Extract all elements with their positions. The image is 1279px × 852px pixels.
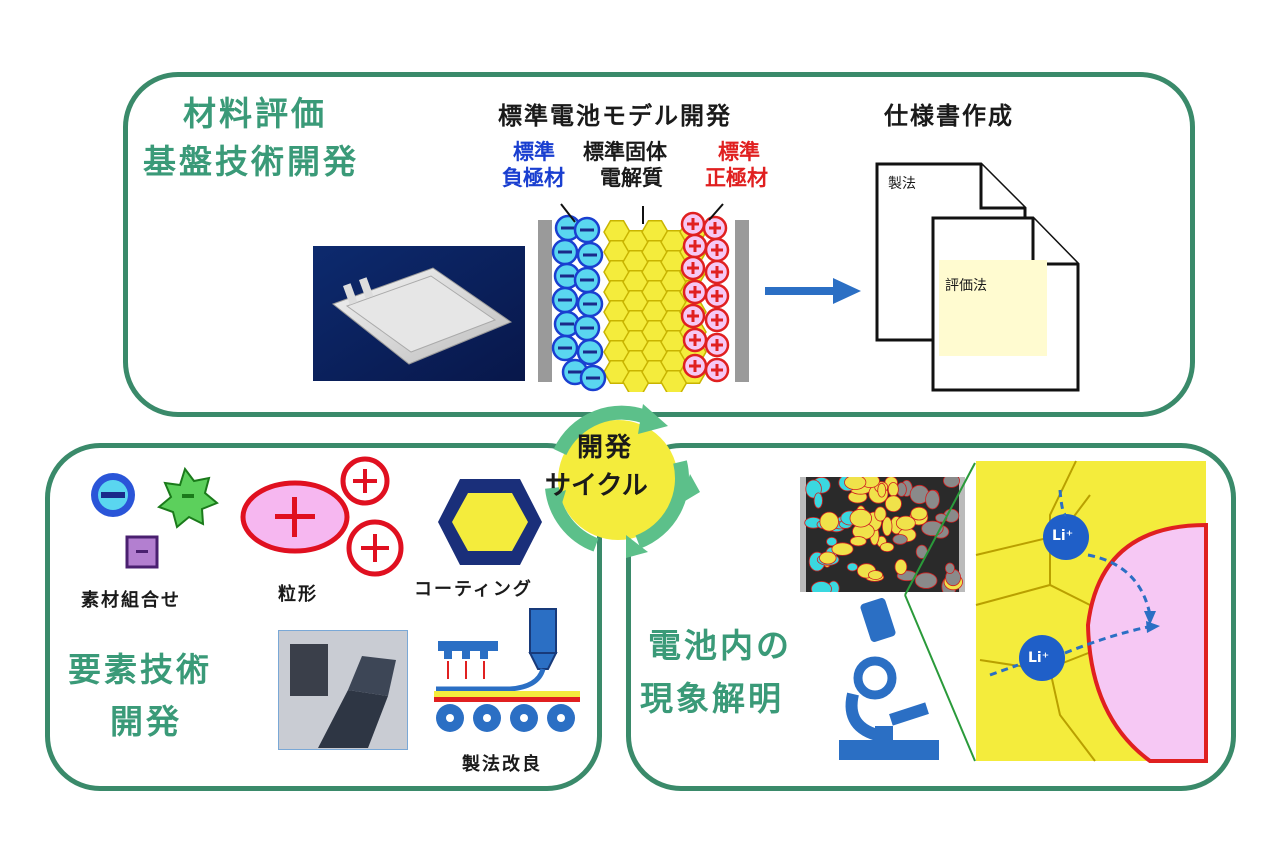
material-eval-title-line1: 材料評価	[183, 94, 327, 133]
magnified-interface	[904, 460, 1208, 763]
cathode-plus-v	[693, 360, 697, 372]
anode-minus-sign	[568, 370, 582, 374]
anode-current-collector	[538, 220, 552, 382]
cycle-label-2: サイクル	[545, 471, 648, 501]
anode-label-2: 負極材	[502, 166, 565, 190]
micrograph-particle	[849, 508, 873, 528]
micrograph-particle	[844, 477, 867, 490]
cathode-plus-v	[693, 240, 697, 252]
model-dev-title: 標準電池モデル開発	[498, 102, 732, 130]
doc-manufacturing: 製法	[888, 176, 916, 192]
li-ion-label-1: Li⁺	[1052, 528, 1074, 544]
standard-battery-model	[538, 203, 749, 392]
pouch-cell-photo	[313, 246, 525, 381]
cathode-label-2: 正極材	[705, 166, 768, 190]
micrograph-particle	[910, 506, 928, 521]
electrolyte-label-1: 標準固体	[583, 140, 667, 164]
cathode-plus-v	[691, 218, 695, 230]
anode-label-1: 標準	[513, 140, 555, 164]
micrograph-particle	[810, 581, 832, 592]
cathode-plus-v	[693, 334, 697, 346]
coating-label: コーティング	[414, 579, 533, 600]
cathode-plus-v	[715, 244, 719, 256]
micrograph-particle	[849, 536, 867, 547]
micrograph-particle	[868, 570, 884, 580]
micrograph-particle	[892, 534, 908, 545]
anode-minus-sign	[583, 302, 597, 306]
cathode-plus-v	[715, 364, 719, 376]
micrograph-particle	[877, 482, 887, 498]
particle-shape-label: 粒形	[278, 584, 318, 605]
cathode-pointer-line	[708, 203, 724, 221]
micrograph-particle	[813, 492, 823, 509]
anode-pointer-line	[560, 203, 576, 223]
cathode-plus-v	[715, 314, 719, 326]
anode-minus-sign	[560, 274, 574, 278]
micrograph-particle	[846, 562, 859, 572]
microscope-icon	[839, 598, 939, 760]
micrograph-particle	[880, 542, 895, 552]
micrograph-particle	[819, 551, 837, 565]
phenomena-title-line2: 現象解明	[640, 679, 784, 718]
micrograph-particle	[819, 511, 839, 532]
micrograph-particle	[894, 559, 908, 575]
material-eval-title-line2: 基盤技術開発	[143, 142, 359, 181]
spec-creation-title: 仕様書作成	[884, 102, 1014, 130]
micrograph-particle	[826, 536, 838, 547]
cathode-plus-v	[715, 290, 719, 302]
manufacturing-process-icon	[434, 608, 580, 732]
anode-minus-sign	[580, 326, 594, 330]
element-tech-title-line1: 要素技術	[68, 650, 212, 689]
particle-shape-icons	[240, 456, 404, 577]
micrograph-particle	[943, 477, 960, 488]
anode-minus-sign	[561, 226, 575, 230]
micrograph-particle	[831, 542, 854, 556]
spec-documents-icon	[875, 162, 1080, 392]
process-improvement-label: 製法改良	[462, 754, 542, 775]
cathode-current-collector	[735, 220, 749, 382]
li-ion-label-2: Li⁺	[1028, 650, 1050, 666]
coating-hexagon-icon	[438, 479, 542, 565]
cathode-plus-v	[691, 310, 695, 322]
micrograph-particle	[914, 572, 938, 589]
cathode-plus-v	[715, 339, 719, 351]
cathode-plus-v	[693, 286, 697, 298]
cathode-plus-v	[713, 222, 717, 234]
anode-minus-sign	[558, 250, 572, 254]
cycle-label-1: 開発	[577, 433, 634, 463]
materials-combination-label: 素材組合せ	[81, 590, 181, 611]
anode-minus-sign	[586, 376, 600, 380]
micrograph-particle	[881, 516, 893, 537]
doc-evaluation: 評価法	[945, 278, 987, 294]
right-arrow-icon	[765, 278, 861, 304]
micrograph-particle	[887, 482, 899, 497]
micrograph-particle	[874, 506, 887, 522]
micrograph-particle	[895, 515, 916, 531]
anode-minus-sign	[580, 228, 594, 232]
development-cycle-icon	[545, 404, 700, 558]
cathode-label-1: 標準	[718, 140, 760, 164]
material-combination-icons	[91, 466, 219, 569]
cathode-plus-v	[715, 266, 719, 278]
micrograph-particle	[944, 562, 955, 575]
micrograph-particle	[884, 495, 902, 513]
phenomena-title-line1: 電池内の	[648, 626, 792, 665]
anode-minus-sign	[558, 346, 572, 350]
coating-machine-photo	[278, 630, 408, 750]
micrograph-particle	[925, 489, 940, 510]
anode-minus-sign	[558, 298, 572, 302]
cathode-plus-v	[691, 262, 695, 274]
anode-minus-sign	[583, 253, 597, 257]
electrolyte-label-2: 電解質	[600, 166, 663, 190]
anode-minus-sign	[583, 350, 597, 354]
anode-minus-sign	[580, 278, 594, 282]
anode-minus-sign	[560, 322, 574, 326]
element-tech-title-line2: 開発	[110, 702, 182, 741]
